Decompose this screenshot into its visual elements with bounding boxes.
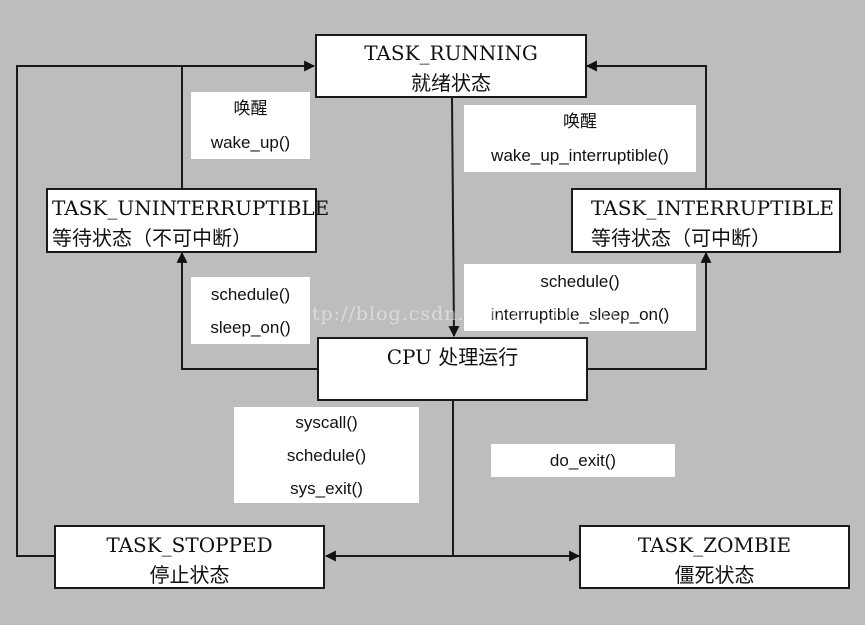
edge-stopped-to-running	[16, 60, 316, 557]
label-line: syscall()	[295, 412, 358, 432]
label-line: do_exit()	[549, 451, 617, 470]
label-line: wake_up()	[210, 132, 291, 152]
state-desc: 僵死状态	[674, 563, 755, 587]
label-sleep-on: schedule() sleep_on()	[191, 277, 310, 344]
label-line: schedule()	[286, 445, 367, 465]
label-line: sleep_on()	[210, 317, 291, 337]
label-line: 唤醒	[233, 98, 268, 119]
label-stop: syscall() schedule() sys_exit()	[234, 407, 419, 503]
label-line: wake_up_interruptible()	[491, 145, 669, 165]
label-wake-up-interruptible: 唤醒 wake_up_interruptible()	[464, 105, 696, 172]
state-task-stopped: TASK_STOPPED 停止状态	[54, 525, 325, 589]
label-line: schedule()	[540, 271, 620, 291]
state-desc: 等待状态（可中断）	[591, 226, 771, 250]
state-cpu-running: CPU 处理运行	[317, 337, 588, 401]
state-task-zombie: TASK_ZOMBIE 僵死状态	[579, 525, 850, 589]
label-line: interruptible_sleep_on()	[490, 304, 670, 324]
state-name: TASK_STOPPED	[106, 533, 273, 557]
edge-cpu-to-uninterruptible	[176, 251, 318, 370]
state-name: TASK_UNINTERRUPTIBLE	[52, 196, 330, 220]
state-desc: 就绪状态	[411, 71, 491, 95]
state-desc: 等待状态（不可中断）	[52, 226, 252, 250]
state-name: CPU 处理运行	[386, 345, 519, 369]
label-line: schedule()	[210, 284, 291, 304]
label-line: sys_exit()	[290, 478, 363, 498]
state-task-uninterruptible: TASK_UNINTERRUPTIBLE 等待状态（不可中断）	[46, 188, 330, 253]
label-interruptible-sleep-on: schedule() interruptible_sleep_on()	[464, 264, 696, 331]
label-wake-up: 唤醒 wake_up()	[191, 92, 310, 159]
state-desc: 停止状态	[149, 563, 230, 587]
label-line: 唤醒	[563, 111, 597, 132]
state-task-running: TASK_RUNNING 就绪状态	[315, 34, 587, 98]
state-task-interruptible: TASK_INTERRUPTIBLE 等待状态（可中断）	[571, 188, 841, 253]
state-name: TASK_INTERRUPTIBLE	[591, 196, 834, 220]
label-exit: do_exit()	[491, 444, 675, 477]
edge-interruptible-to-running	[585, 60, 707, 189]
edge-running-to-cpu	[448, 97, 460, 338]
state-name: TASK_RUNNING	[364, 41, 538, 65]
state-name: TASK_ZOMBIE	[637, 533, 792, 557]
edge-cpu-to-interruptible	[587, 251, 712, 370]
